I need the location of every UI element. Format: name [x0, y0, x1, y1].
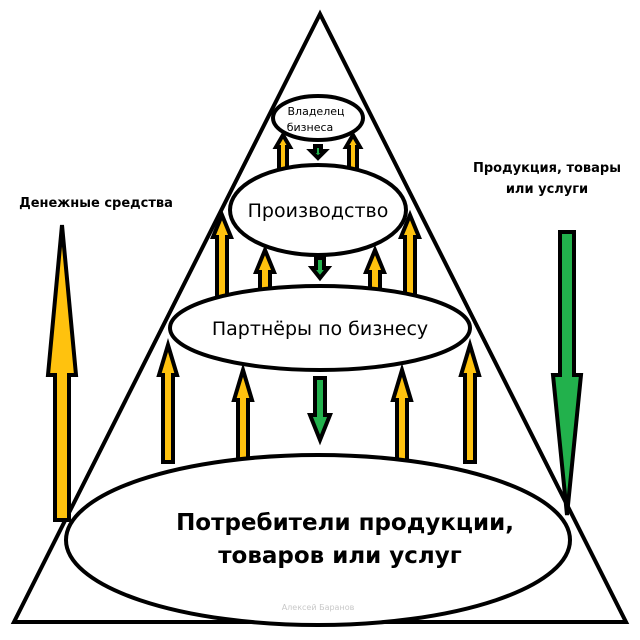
consumers-label-1: Потребители продукции,: [176, 510, 514, 536]
consumers-label-2: товаров или услуг: [218, 543, 462, 569]
consumers-ellipse: [64, 453, 572, 627]
product-down-arrow-icon: [307, 376, 333, 446]
money-up-arrow-icon: [458, 338, 482, 464]
product-flow-arrow-icon: [550, 230, 584, 516]
money-up-arrow-icon: [156, 338, 180, 464]
product-down-arrow-icon: [306, 144, 330, 161]
owner-label-1: Владелец: [288, 105, 345, 118]
money-up-arrow-icon: [398, 209, 422, 302]
money-label: Денежные средства: [19, 196, 173, 211]
money-up-arrow-icon: [272, 131, 294, 172]
owner-label-2: бизнеса: [287, 121, 334, 134]
products-label-1: Продукция, товары: [473, 161, 621, 176]
production-label: Производство: [248, 200, 389, 222]
product-down-arrow-icon: [307, 256, 333, 282]
money-up-arrow-icon: [210, 209, 234, 302]
production-ellipse: [228, 163, 408, 257]
watermark: Алексей Баранов: [282, 603, 355, 612]
partners-ellipse: [168, 284, 472, 372]
products-label-2: или услуги: [506, 182, 588, 197]
partners-label: Партнёры по бизнесу: [212, 318, 428, 340]
money-up-arrow-icon: [342, 131, 364, 172]
owner-ellipse: [271, 94, 365, 142]
money-flow-arrow-icon: [45, 224, 79, 522]
